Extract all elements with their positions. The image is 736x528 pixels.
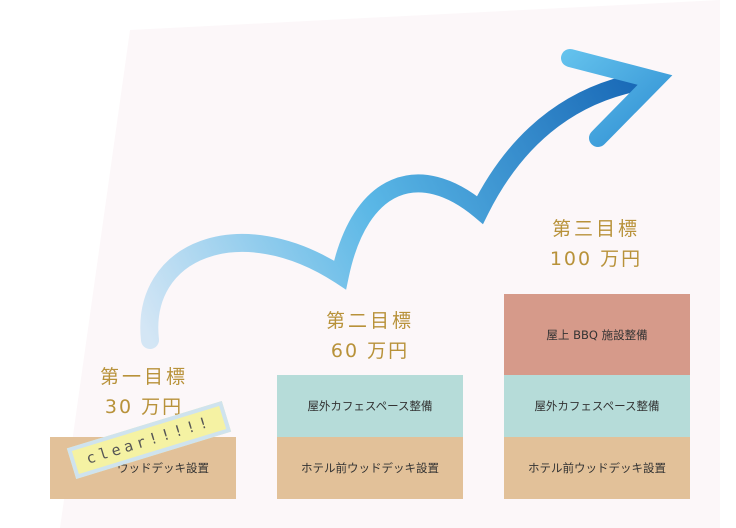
goal-2-amount: 60 万円 (330, 340, 410, 362)
goal-3-title: 第三目標 (551, 218, 640, 240)
arrow-body (140, 71, 659, 349)
col3-bbq-label: 屋上 BBQ 施設整備 (546, 327, 648, 342)
goal-2: 第二目標 60 万円 (306, 306, 434, 366)
goal-3: 第三目標 100 万円 (532, 214, 660, 274)
col2-cafe-label: 屋外カフェスペース整備 (307, 399, 433, 413)
col2-cafe-block: 屋外カフェスペース整備 (277, 375, 463, 437)
arrow-head (561, 49, 673, 147)
goal-1: 第一目標 30 万円 (80, 362, 208, 422)
col3-wood-deck-block: ホテル前ウッドデッキ設置 (504, 437, 690, 499)
col2-wood-deck-label: ホテル前ウッドデッキ設置 (301, 461, 439, 475)
goal-1-title: 第一目標 (99, 366, 188, 388)
col3-bbq-block: 屋上 BBQ 施設整備 (504, 294, 690, 375)
col3-cafe-block: 屋外カフェスペース整備 (504, 375, 690, 437)
goal-1-amount: 30 万円 (104, 396, 184, 418)
col2-wood-deck-block: ホテル前ウッドデッキ設置 (277, 437, 463, 499)
goal-3-amount: 100 万円 (549, 248, 643, 270)
col3-cafe-label: 屋外カフェスペース整備 (534, 399, 660, 413)
col3-wood-deck-label: ホテル前ウッドデッキ設置 (528, 461, 666, 475)
goal-2-title: 第二目標 (325, 310, 414, 332)
col1-wood-deck-label: ウッドデッキ設置 (117, 461, 209, 475)
